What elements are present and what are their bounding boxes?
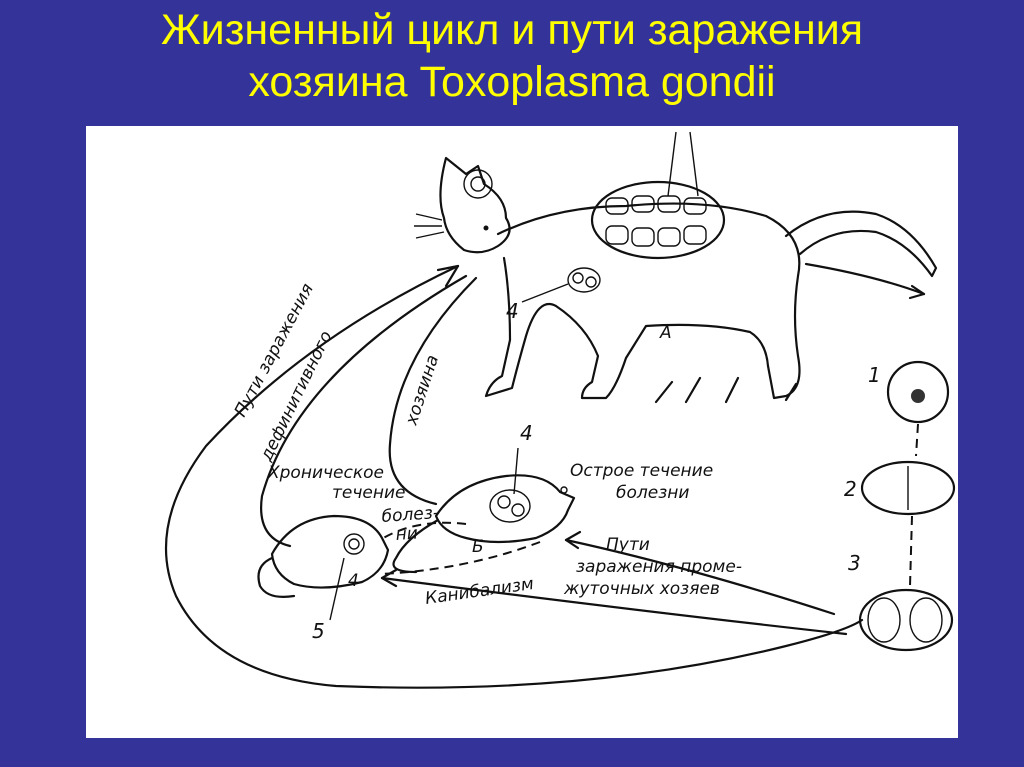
label-cannibalism: Канибализм bbox=[424, 574, 535, 609]
arrow-oocyst-to-mouse-acute bbox=[564, 538, 836, 616]
label-b: Б bbox=[472, 537, 484, 557]
number-5: 5 bbox=[312, 619, 325, 643]
arrow-cannibalism bbox=[379, 541, 541, 575]
number-4-mouse: 4 bbox=[520, 421, 533, 445]
arrow-chronic-to-cat bbox=[260, 274, 468, 548]
label-chronic-line2: течение bbox=[332, 483, 406, 503]
label-inter-line3: жуточных хозяев bbox=[563, 579, 720, 599]
number-4-cat: 4 bbox=[506, 299, 519, 323]
number-1: 1 bbox=[868, 363, 881, 387]
number-3: 3 bbox=[848, 551, 861, 575]
cat-illustration bbox=[414, 131, 938, 404]
label-inter-line1: Пути bbox=[606, 535, 650, 555]
label-inter-line2: заражения проме- bbox=[576, 557, 742, 577]
oocyst-1-nucleus bbox=[911, 389, 925, 403]
oocyst-1-unsporulated bbox=[886, 360, 950, 424]
arrow-oocyst-to-cat-outer bbox=[164, 264, 864, 689]
oocyst-3-sporulated bbox=[858, 588, 954, 652]
arrow-oocyst-to-mouse-chronic bbox=[380, 576, 848, 636]
mouse-acute-illustration bbox=[392, 447, 576, 574]
mouse-chronic-illustration bbox=[257, 514, 390, 621]
arrow-oocyst-shedding bbox=[804, 262, 926, 296]
life-cycle-figure: А Б 1 2 3 4 4 4 5 Пути заражения дефинит… bbox=[86, 126, 958, 738]
arrow-acute-to-chronic bbox=[379, 521, 467, 541]
slide-title: Жизненный цикл и пути заражения хозяина … bbox=[0, 4, 1024, 108]
number-4-small: 4 bbox=[348, 571, 359, 591]
arrow-acute-to-cat bbox=[388, 276, 478, 506]
oocyst-2-sporoblasts bbox=[860, 460, 956, 516]
cycle-arrows bbox=[164, 262, 926, 689]
title-line-1: Жизненный цикл и пути заражения bbox=[160, 6, 864, 54]
label-disease-line2: ни bbox=[395, 523, 419, 544]
label-disease-line1: болез- bbox=[381, 503, 440, 527]
label-acute-line2: болезни bbox=[616, 483, 689, 503]
label-a: А bbox=[659, 323, 672, 343]
life-cycle-diagram: А Б 1 2 3 4 4 4 5 Пути заражения дефинит… bbox=[164, 131, 956, 689]
title-line-2: хозяина Toxoplasma gondii bbox=[248, 58, 776, 106]
number-2: 2 bbox=[844, 477, 857, 501]
label-acute-line1: Острое течение bbox=[570, 461, 713, 481]
label-paths-line3: хозяина bbox=[401, 353, 443, 429]
label-chronic-line1: Хроническое bbox=[267, 463, 384, 483]
oocyst-stages bbox=[858, 360, 956, 652]
